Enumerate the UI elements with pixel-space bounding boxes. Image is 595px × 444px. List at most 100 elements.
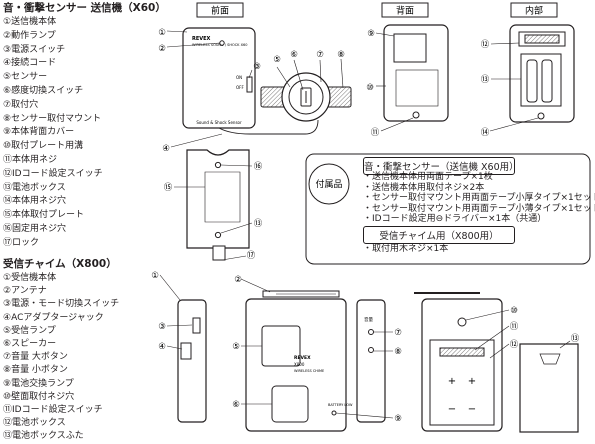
marker-6: ⑥: [290, 50, 298, 60]
marker-4: ④: [162, 144, 170, 154]
marker-r1: ①: [151, 271, 159, 281]
receiver-part-4: ④ACアダプタージャック: [3, 312, 104, 323]
fixing-screw-hole: [214, 161, 222, 169]
x800-front-view: REVEX X800 WIRELESS CHIME BATTERY LOW: [245, 290, 353, 432]
x60-connection-cord: [218, 119, 319, 135]
accessory-receiver-item-1: ・取付用木ネジ×1本: [363, 244, 449, 254]
marker-r9: ⑨: [394, 414, 402, 424]
sender-title: 音・衝撃センサー 送信機（X60）: [3, 2, 166, 14]
marker-r5: ⑤: [232, 342, 240, 352]
marker-1: ①: [158, 28, 166, 38]
accessory-sender-header: 音・衝撃センサー（送信機 X60用）: [363, 157, 519, 175]
sender-part-8: ⑧センサー取付マウント: [3, 113, 102, 124]
x60-brand-logo: REVEX: [192, 36, 211, 42]
marker-9: ⑨: [367, 29, 375, 39]
marker-15: ⑮: [164, 183, 173, 193]
receiver-part-7: ⑦音量 大ボタン: [3, 352, 68, 363]
accessory-sender-item-4: ・センサー取付マウント用両面テープ小薄タイプ×1セット: [363, 203, 595, 214]
accessory-sender-item-5: ・IDコード設定用⊖ドライバー×1本（共通）: [363, 214, 547, 224]
svg-text:REVEX: REVEX: [294, 355, 311, 361]
receiver-part-11: ⑪IDコード設定スイッチ: [3, 405, 103, 415]
sender-part-6: ⑥感度切換スイッチ: [3, 86, 84, 96]
sender-part-3: ③電源スイッチ: [3, 44, 66, 55]
x60-back-view: [383, 24, 449, 122]
svg-text:X800: X800: [294, 362, 305, 367]
svg-text:+: +: [468, 376, 476, 387]
svg-text:内部: 内部: [525, 5, 543, 17]
receiver-part-10: ⑩壁面取付ネジ穴: [3, 391, 75, 402]
accessories-badge: [308, 163, 350, 205]
receiver-part-3: ③電源・モード切換スイッチ: [3, 299, 120, 310]
battery-lamp: [331, 410, 337, 416]
marker-14: ⑭: [481, 128, 490, 138]
receiver-part-6: ⑥スピーカー: [3, 339, 57, 349]
x60-screw-hole: [537, 112, 545, 120]
marker-r13: ⑬: [571, 334, 580, 344]
marker-r4: ④: [158, 342, 166, 352]
marker-r12: ⑫: [510, 340, 519, 350]
svg-text:−: −: [448, 404, 456, 415]
svg-text:WIRELESS CHIME: WIRELESS CHIME: [294, 369, 324, 373]
marker-r11: ⑪: [510, 322, 519, 332]
marker-10: ⑩: [366, 83, 374, 93]
accessories-frame: 付属品: [305, 153, 591, 265]
svg-text:+: +: [448, 376, 456, 387]
svg-text:WIRELESS SOUND / SHOCK X60: WIRELESS SOUND / SHOCK X60: [192, 43, 247, 47]
x800-right-side: 音量: [356, 299, 386, 423]
accessory-receiver-header: 受信チャイム用（X800用）: [363, 226, 515, 244]
x60-back-cover: [393, 33, 427, 63]
marker-13b: ⑬: [254, 219, 263, 229]
x60-caption: Sound & Shock Sensor: [196, 120, 242, 125]
accessory-sender-item-1: ・送信機本体用両面テープ×1枚: [363, 172, 493, 182]
svg-text:BATTERY LOW: BATTERY LOW: [328, 403, 353, 407]
x800-back-view: + + − −: [414, 292, 503, 432]
wall-mount-hole: [457, 317, 467, 327]
svg-text:音量: 音量: [364, 316, 373, 323]
x60-body-screw: [412, 111, 420, 119]
sender-part-15: ⑮本体取付プレート: [3, 210, 85, 221]
sender-part-5: ⑤センサー: [3, 72, 48, 83]
volume-down-button: [368, 347, 374, 353]
x800-mode-switch: [192, 317, 201, 334]
svg-text:ON: ON: [236, 75, 242, 80]
x60-sensor-assembly: [260, 72, 352, 122]
sender-part-7: ⑦取付穴: [3, 99, 39, 110]
leader-lines: [159, 30, 571, 419]
receiver-part-2: ②アンテナ: [3, 286, 47, 297]
x60-power-switch: [246, 76, 253, 93]
receiver-part-12: ⑫電池ボックス: [3, 418, 66, 429]
marker-r3: ③: [158, 322, 166, 332]
accessory-sender-item-2: ・送信機本体用取付ネジ×2本: [363, 182, 485, 193]
marker-r8: ⑧: [394, 347, 402, 357]
accessory-sender-item-3: ・センサー取付マウント用両面テープ小厚タイプ×1セット: [363, 193, 595, 203]
sender-part-2: ②動作ランプ: [3, 30, 56, 41]
view-label-back-x60: 背面: [381, 2, 429, 18]
marker-r7: ⑦: [394, 328, 402, 338]
x800-speaker: [271, 385, 309, 423]
marker-8: ⑧: [337, 50, 345, 60]
marker-r2: ②: [234, 275, 242, 285]
marker-3: ③: [253, 62, 261, 72]
sender-part-4: ④接続コード: [3, 58, 57, 69]
sender-part-1: ①送信機本体: [3, 17, 57, 27]
view-label-front-x60: 前面: [196, 2, 244, 18]
sender-part-11: ⑪本体用ネジ: [3, 155, 58, 165]
marker-11: ⑪: [371, 128, 380, 138]
x800-left-side: [177, 299, 207, 423]
receiver-part-9: ⑨電池交換ランプ: [3, 378, 74, 389]
sender-part-13: ⑬電池ボックス: [3, 182, 66, 193]
sender-part-9: ⑨本体背面カバー: [3, 127, 75, 138]
marker-12: ⑫: [481, 40, 490, 50]
view-label-inside-x60: 内部: [510, 2, 558, 18]
x60-mounting-plate: [186, 149, 250, 261]
x60-inside-view: [509, 24, 575, 123]
marker-5: ⑤: [273, 55, 281, 65]
svg-text:背面: 背面: [396, 5, 414, 17]
marker-r6: ⑥: [232, 400, 240, 410]
receiver-title: 受信チャイム（X800）: [3, 258, 117, 270]
x800-battery-cover: [519, 343, 579, 433]
marker-16: ⑯: [254, 162, 263, 172]
x800-id-code-switch: [439, 347, 485, 357]
sender-part-10: ⑩取付プレート用溝: [3, 141, 84, 152]
